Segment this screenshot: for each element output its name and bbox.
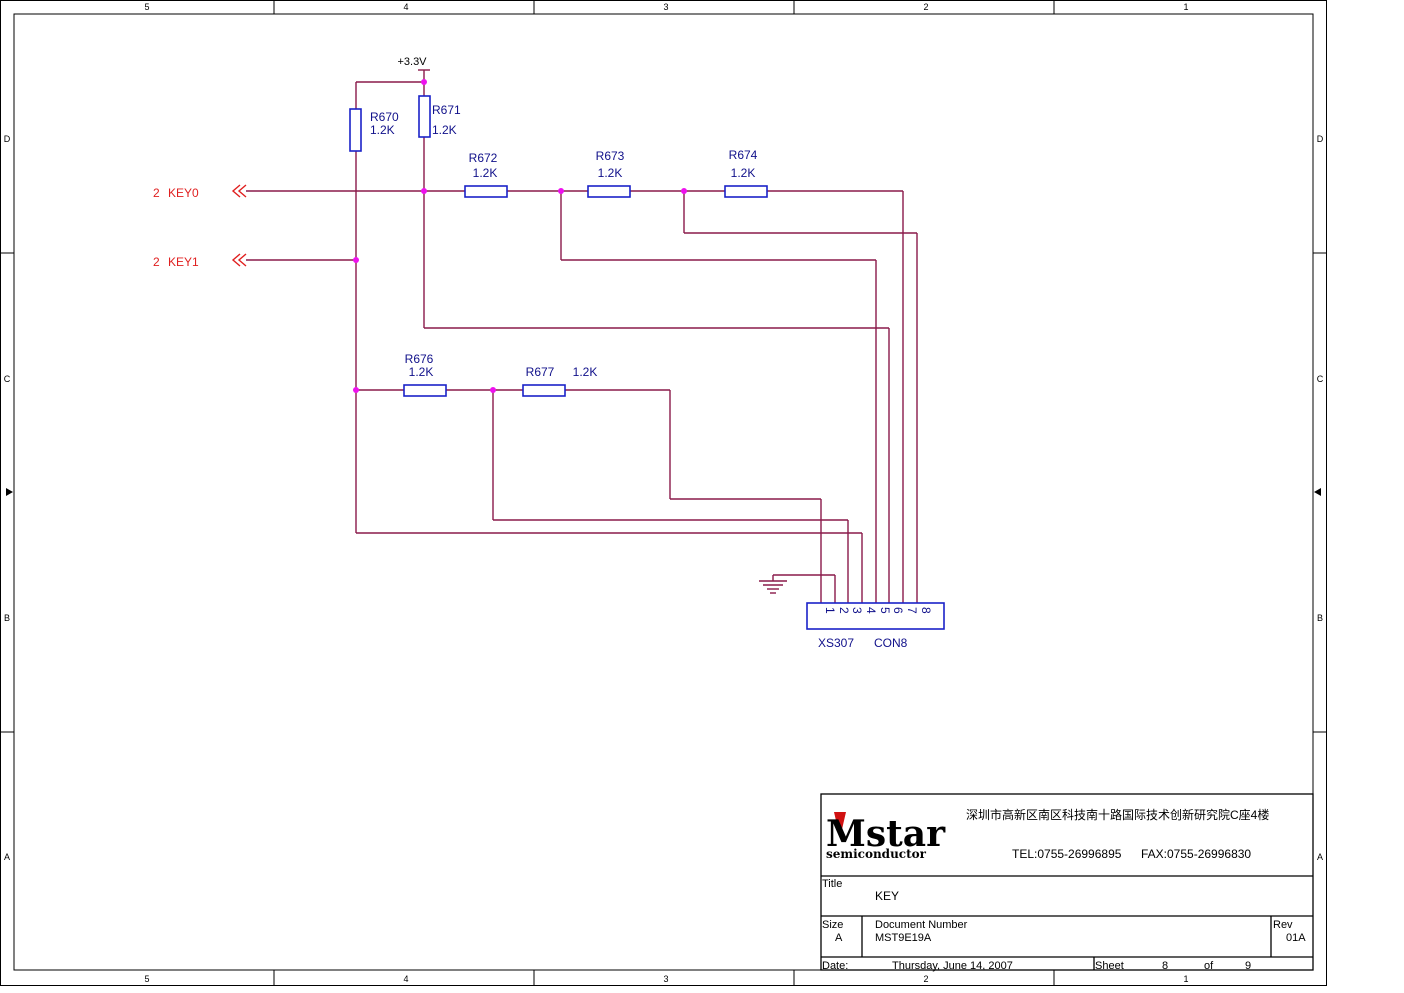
col-label: 4 bbox=[403, 2, 408, 12]
connector-ref: XS307 bbox=[818, 636, 854, 650]
resistor-value: 1.2K bbox=[409, 365, 434, 379]
col-label: 3 bbox=[663, 974, 668, 984]
logo-text: Mstar bbox=[826, 813, 946, 855]
company-address: 深圳市高新区南区科技南十路国际技术创新研究院C座4楼 bbox=[966, 807, 1269, 822]
sheet-total: 9 bbox=[1245, 960, 1251, 972]
resistor-r672[interactable]: R672 1.2K bbox=[464, 151, 508, 198]
resistor-ref: R673 bbox=[596, 149, 625, 163]
row-labels-right: D C B A bbox=[1317, 134, 1324, 862]
pin-number: 3 bbox=[850, 607, 864, 614]
resistor-r671[interactable]: R671 1.2K bbox=[418, 95, 461, 138]
net-port-key0[interactable]: 2 KEY0 bbox=[153, 184, 247, 200]
net-name: KEY1 bbox=[168, 255, 199, 269]
pin-number: 8 bbox=[919, 607, 933, 614]
resistor-ref: R670 bbox=[370, 110, 399, 124]
net-name: KEY0 bbox=[168, 186, 199, 200]
date-label: Date: bbox=[822, 960, 848, 972]
resistor-ref: R677 bbox=[526, 365, 555, 379]
pin-number: 1 bbox=[823, 607, 837, 614]
row-label: D bbox=[4, 134, 11, 144]
col-label: 3 bbox=[663, 2, 668, 12]
row-label: D bbox=[1317, 134, 1324, 144]
row-label: A bbox=[4, 852, 10, 862]
column-labels-bottom: 5 4 3 2 1 bbox=[144, 974, 1188, 984]
title-label: Title bbox=[822, 878, 842, 890]
row-label: A bbox=[1317, 852, 1323, 862]
docnum-label: Document Number bbox=[875, 919, 968, 931]
rev-value: 01A bbox=[1286, 932, 1306, 944]
connector-type: CON8 bbox=[874, 636, 908, 650]
pin-number: 6 bbox=[891, 607, 905, 614]
resistor-r674[interactable]: R674 1.2K bbox=[724, 148, 768, 198]
size-value: A bbox=[835, 932, 843, 944]
company-tel: TEL:0755-26996895 bbox=[1012, 847, 1122, 861]
sheet-value: 8 bbox=[1162, 960, 1168, 972]
col-label: 1 bbox=[1183, 974, 1188, 984]
net-port-key1[interactable]: 2 KEY1 bbox=[153, 253, 247, 269]
title-block: Mstar semiconductor 深圳市高新区南区科技南十路国际技术创新研… bbox=[820, 793, 1314, 972]
resistor-ref: R671 bbox=[432, 103, 461, 117]
of-label: of bbox=[1204, 960, 1214, 972]
col-label: 5 bbox=[144, 2, 149, 12]
row-labels-left: D C B A bbox=[4, 134, 11, 862]
mstar-logo: Mstar semiconductor bbox=[826, 812, 946, 861]
resistor-ref: R672 bbox=[469, 151, 498, 165]
resistor-value: 1.2K bbox=[370, 123, 395, 137]
resistor-r670[interactable]: R670 1.2K bbox=[349, 108, 399, 152]
resistor-value: 1.2K bbox=[598, 166, 623, 180]
row-label: B bbox=[1317, 613, 1323, 623]
logo-subtext: semiconductor bbox=[826, 847, 927, 861]
resistor-ref: R674 bbox=[729, 148, 758, 162]
resistor-value: 1.2K bbox=[731, 166, 756, 180]
row-label: C bbox=[1317, 374, 1324, 384]
net-sheet-number: 2 bbox=[153, 255, 160, 269]
column-labels-top: 5 4 3 2 1 bbox=[144, 2, 1188, 12]
wires bbox=[246, 70, 918, 603]
resistor-ref: R676 bbox=[405, 352, 434, 366]
sheet-label: Sheet bbox=[1095, 960, 1124, 972]
connector-pins: 1 2 3 4 5 6 7 8 bbox=[823, 607, 933, 614]
power-label: +3.3V bbox=[397, 56, 427, 68]
date-value: Thursday, June 14, 2007 bbox=[892, 960, 1013, 972]
ground-symbol-icon bbox=[759, 580, 787, 594]
col-label: 2 bbox=[923, 974, 928, 984]
title-value: KEY bbox=[875, 889, 899, 903]
sheet-frame bbox=[0, 0, 1327, 986]
size-label: Size bbox=[822, 919, 843, 931]
pin-number: 2 bbox=[837, 607, 851, 614]
resistor-value: 1.2K bbox=[473, 166, 498, 180]
col-label: 4 bbox=[403, 974, 408, 984]
pin-number: 4 bbox=[864, 607, 878, 614]
pin-number: 7 bbox=[905, 607, 919, 614]
col-label: 1 bbox=[1183, 2, 1188, 12]
junction-dots bbox=[353, 79, 687, 393]
resistor-r676[interactable]: R676 1.2K bbox=[403, 352, 447, 397]
resistor-value: 1.2K bbox=[432, 123, 457, 137]
col-label: 2 bbox=[923, 2, 928, 12]
row-label: B bbox=[4, 613, 10, 623]
row-label: C bbox=[4, 374, 11, 384]
power-symbol: +3.3V bbox=[397, 56, 430, 71]
company-fax: FAX:0755-26996830 bbox=[1141, 847, 1251, 861]
resistor-r677[interactable]: R677 1.2K bbox=[522, 365, 598, 397]
rev-label: Rev bbox=[1273, 919, 1293, 931]
connector-xs307[interactable]: 1 2 3 4 5 6 7 8 XS307 CON8 bbox=[806, 602, 945, 650]
net-sheet-number: 2 bbox=[153, 186, 160, 200]
resistor-r673[interactable]: R673 1.2K bbox=[587, 149, 631, 198]
resistor-value: 1.2K bbox=[573, 365, 598, 379]
docnum-value: MST9E19A bbox=[875, 932, 932, 944]
pin-number: 5 bbox=[878, 607, 892, 614]
col-label: 5 bbox=[144, 974, 149, 984]
